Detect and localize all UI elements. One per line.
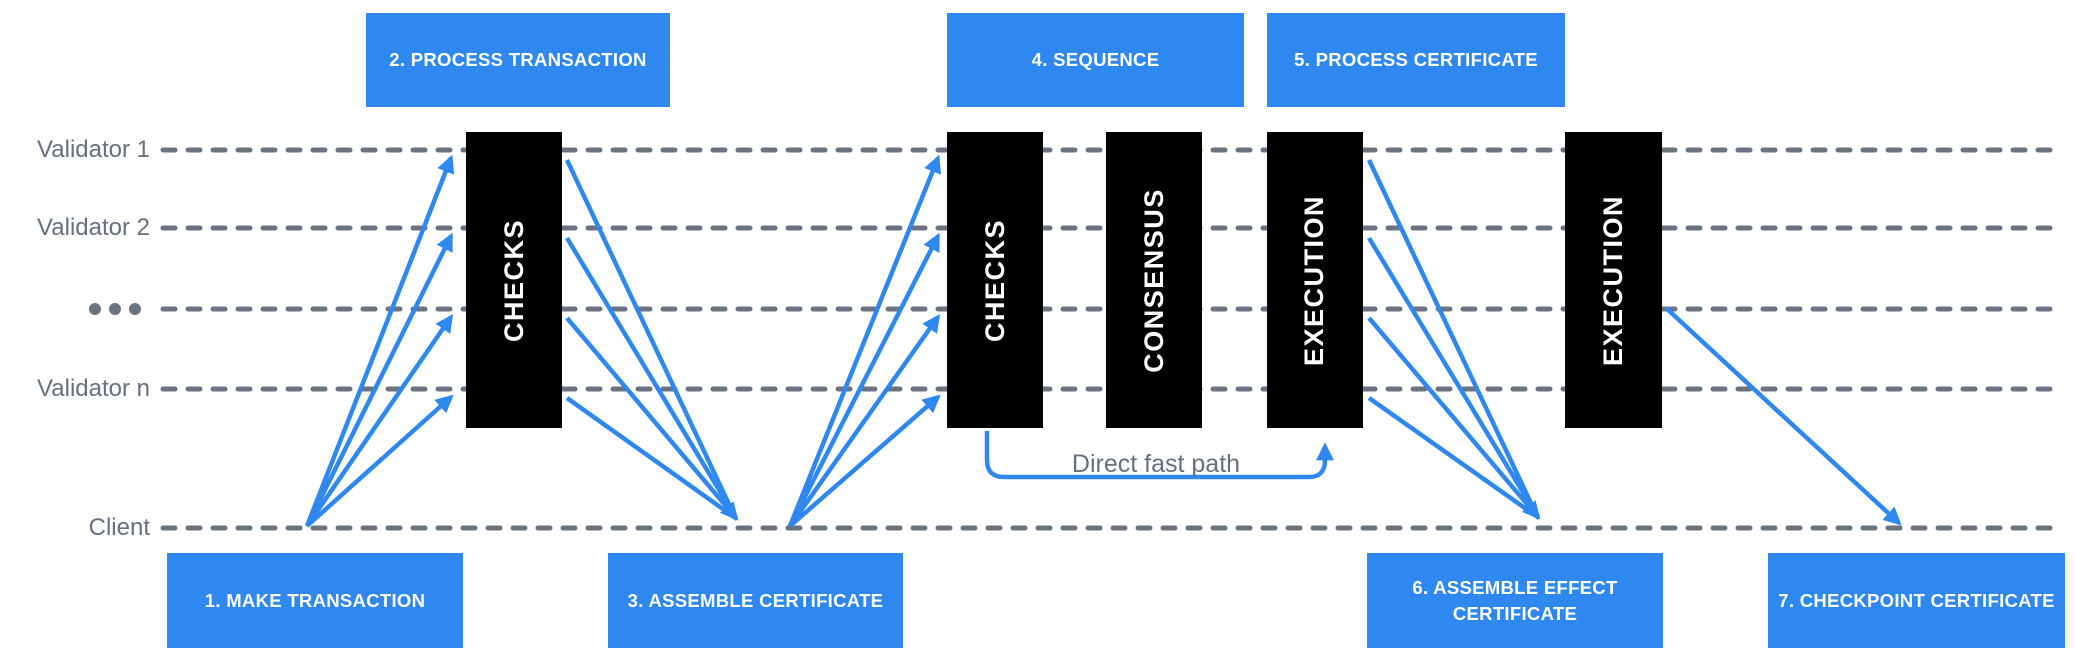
checkpoint-certificate-arrow [1664, 306, 1902, 526]
lane-label-client: Client [88, 514, 150, 541]
lane-label-validator-2: Validator 2 [37, 214, 150, 241]
direct-fast-path-arrow [984, 431, 1334, 480]
stage-checks-2-label: CHECKS [979, 218, 1010, 342]
stage-execution-1-label: EXECUTION [1299, 194, 1330, 366]
ellipsis-dots [89, 303, 141, 315]
stage-execution-2-label: EXECUTION [1598, 194, 1628, 366]
send-certificate-arrows [787, 154, 941, 528]
stage-checks-1-label: CHECKS [498, 218, 529, 342]
step-assemble-certificate: 3. ASSEMBLE CERTIFICATE [608, 553, 903, 648]
assemble-certificate-arrows [564, 159, 739, 521]
make-transaction-arrows [304, 154, 455, 528]
step-checkpoint-certificate: 7. CHECKPOINT CERTIFICATE [1768, 553, 2065, 648]
lane-label-validator-1: Validator 1 [37, 136, 150, 163]
step-process-transaction: 2. PROCESS TRANSACTION [366, 13, 670, 107]
stage-execution-2: EXECUTION [1565, 132, 1662, 428]
step-sequence: 4. SEQUENCE [947, 13, 1244, 107]
stage-consensus-label: CONSENSUS [1138, 187, 1169, 373]
stage-consensus: CONSENSUS [1106, 132, 1202, 428]
direct-fast-path-label: Direct fast path [1071, 450, 1241, 478]
stage-checks-1: CHECKS [466, 132, 562, 428]
step-assemble-effect-certificate: 6. ASSEMBLE EFFECT CERTIFICATE [1367, 553, 1663, 648]
step-make-transaction: 1. MAKE TRANSACTION [167, 553, 463, 648]
stage-execution-1: EXECUTION [1267, 132, 1363, 428]
lane-label-validator-n: Validator n [37, 375, 150, 402]
step-process-certificate: 5. PROCESS CERTIFICATE [1267, 13, 1565, 107]
assemble-effect-certificate-arrows [1366, 159, 1541, 520]
stage-checks-2: CHECKS [947, 132, 1043, 428]
